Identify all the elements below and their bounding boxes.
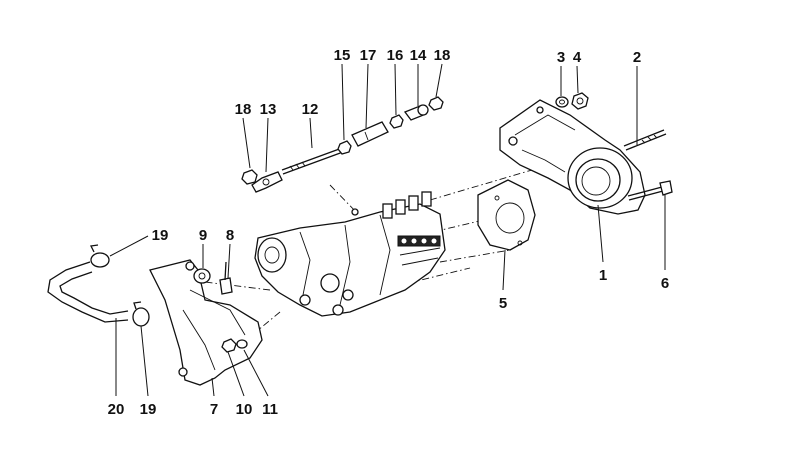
part-15-nut [337, 140, 352, 155]
part-7-bracket [149, 259, 263, 386]
part-1-flange-housing [499, 99, 646, 215]
label-12: 12 [302, 101, 319, 118]
linkage-rod-assembly [241, 96, 444, 193]
part-5-gasket [477, 179, 536, 251]
label-3: 3 [557, 49, 565, 66]
part-12-rod [281, 147, 344, 175]
label-6: 6 [661, 275, 669, 292]
label-15: 15 [334, 47, 351, 64]
part-9-washer [193, 268, 211, 284]
part-19b-clamp [132, 301, 150, 327]
label-16: 16 [387, 47, 404, 64]
label-1: 1 [599, 267, 607, 284]
label-14: 14 [410, 47, 427, 64]
label-2: 2 [633, 49, 641, 66]
label-13: 13 [260, 101, 277, 118]
injection-pump [254, 191, 446, 317]
part-3-washer [555, 96, 569, 108]
part-11-washer [236, 339, 248, 349]
part-2-stud [623, 129, 667, 151]
label-10: 10 [236, 401, 253, 418]
part-8-bolt [219, 261, 233, 295]
part-18a-nut [241, 169, 258, 185]
label-19b: 19 [140, 401, 157, 418]
part-13-ball-socket [251, 171, 283, 193]
label-19a: 19 [152, 227, 169, 244]
label-9: 9 [199, 227, 207, 244]
label-8: 8 [226, 227, 234, 244]
label-17: 17 [360, 47, 377, 64]
label-18a: 18 [235, 101, 252, 118]
part-17-sleeve [351, 121, 389, 147]
part-4-nut [571, 92, 589, 110]
label-11: 11 [262, 401, 278, 418]
label-4: 4 [573, 49, 582, 66]
part-10-nut [221, 338, 237, 353]
part-14-ball-joint [403, 104, 429, 121]
leader-lines [109, 63, 666, 397]
part-18b-nut [428, 96, 444, 111]
label-5: 5 [499, 295, 507, 312]
label-7: 7 [210, 401, 218, 418]
callout-labels: 1 2 3 4 5 6 7 8 9 10 11 12 13 14 15 16 1… [108, 47, 670, 418]
part-19a-clamp [90, 244, 110, 268]
label-20: 20 [108, 401, 125, 418]
part-16-nut [389, 114, 404, 129]
part-6-bolt [627, 180, 673, 201]
pump-outlet-row [397, 235, 441, 247]
part-20-hose [47, 261, 129, 323]
label-18b: 18 [434, 47, 451, 64]
